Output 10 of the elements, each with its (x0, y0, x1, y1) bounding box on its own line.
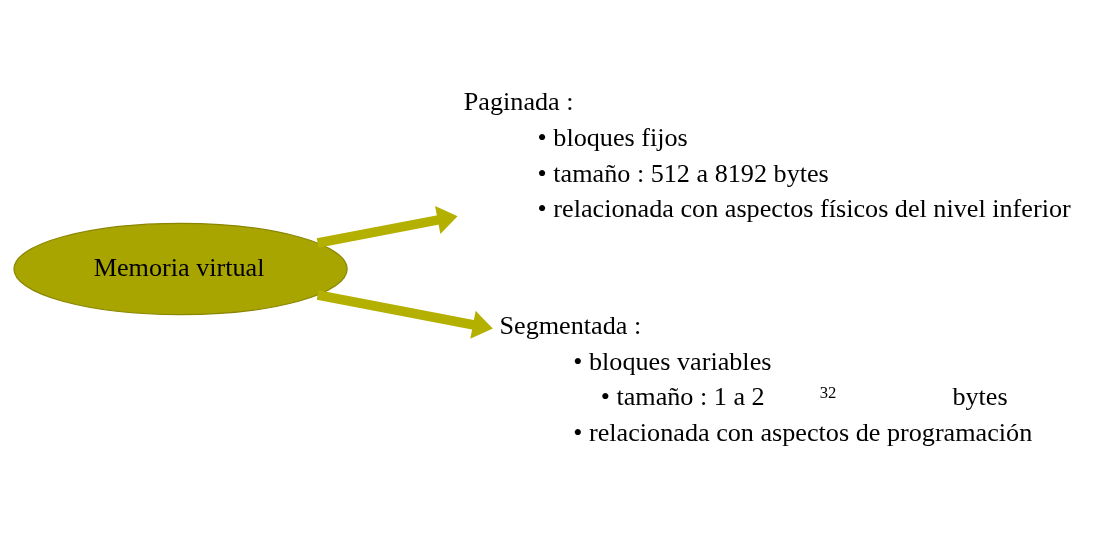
arrow (316, 205, 458, 248)
node-ellipse: Memoria virtual (13, 222, 348, 315)
node-label: • bloques variables (573, 346, 772, 376)
arrow (316, 289, 493, 339)
node-text: Paginada : (463, 86, 574, 116)
node-label: • relacionada con aspectos físicos del nivel inferior (537, 193, 1071, 223)
node-text: Segmentada : (499, 310, 642, 340)
node-label: • relacionada con aspectos de programación (573, 417, 1033, 447)
node-label: • bloques fijos (537, 122, 688, 152)
node-label: • tamaño : 512 a 8192 bytes (537, 158, 829, 188)
